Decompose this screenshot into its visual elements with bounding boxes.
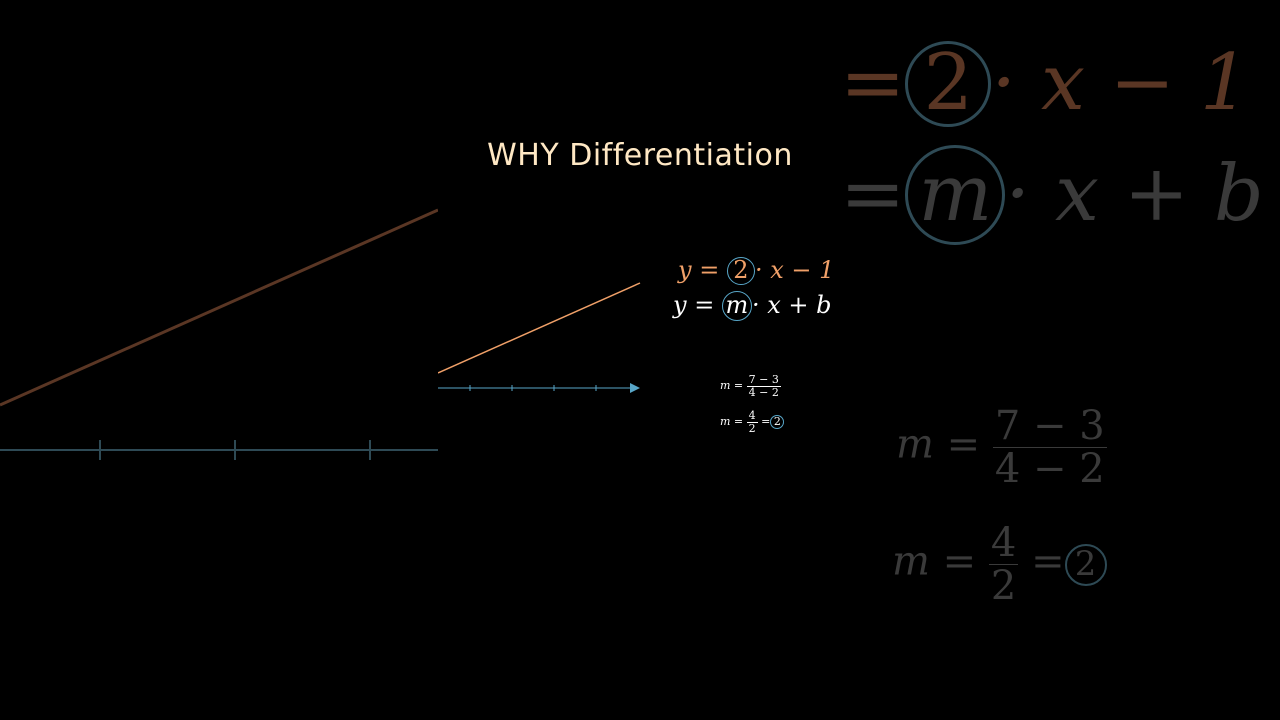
x-axis-arrow-icon [630,383,640,393]
video-title: WHY Differentiation [487,138,793,173]
right-zoom-equation-general: =m· x + b [840,145,1264,245]
slope-symbol-circle: m [721,291,752,321]
equation-general: y = m· x + b [673,291,832,321]
left-zoom-panel [0,0,438,720]
right-zoom-slope-circle: m [905,145,1006,245]
right-zoom-slope-circle: 2 [905,41,992,127]
left-zoom-line [0,208,438,407]
slope-value-circle: 2 [726,257,755,285]
center-graph [438,282,641,393]
slope-result-circle: 2 [770,415,785,430]
right-zoom-equation-specific: =2· x − 1 [840,38,1250,128]
line-graph [438,282,641,374]
right-zoom-result-circle: 2 [1064,543,1107,586]
left-graph [0,208,438,460]
equation-specific: y = 2· x − 1 [678,256,835,285]
